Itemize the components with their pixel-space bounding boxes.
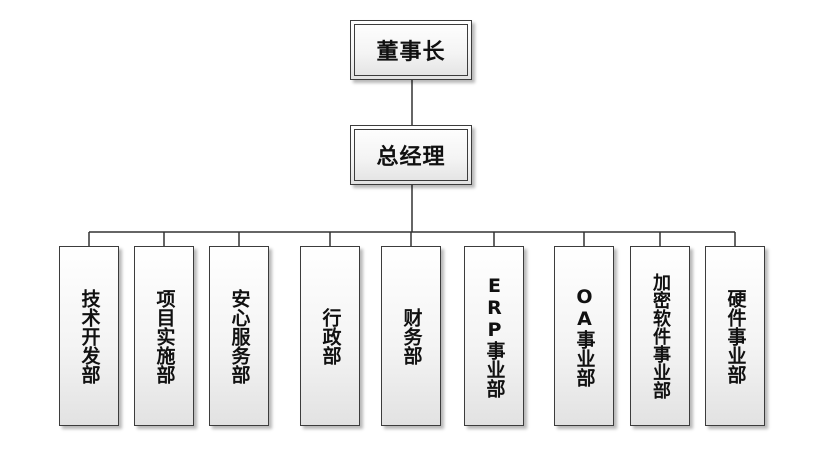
department-label: 技术开发部 bbox=[78, 288, 101, 384]
general-manager-box: 总经理 bbox=[350, 125, 472, 185]
department-box-6: ERP事业部 bbox=[464, 246, 524, 426]
chairman-box: 董事长 bbox=[350, 20, 472, 80]
department-box-8: 加密软件事业部 bbox=[630, 246, 690, 426]
department-label: OA事业部 bbox=[573, 285, 596, 387]
department-label: 安心服务部 bbox=[228, 288, 251, 384]
department-label: 加密软件事业部 bbox=[650, 273, 671, 399]
department-label: 财务部 bbox=[400, 307, 423, 365]
department-label: 硬件事业部 bbox=[724, 288, 747, 384]
department-box-3: 安心服务部 bbox=[209, 246, 269, 426]
department-box-7: OA事业部 bbox=[554, 246, 614, 426]
department-box-2: 项目实施部 bbox=[134, 246, 194, 426]
department-box-1: 技术开发部 bbox=[59, 246, 119, 426]
department-box-4: 行政部 bbox=[300, 246, 360, 426]
department-box-5: 财务部 bbox=[381, 246, 441, 426]
department-label: 项目实施部 bbox=[153, 288, 176, 384]
department-label: 行政部 bbox=[319, 307, 342, 365]
department-label: ERP事业部 bbox=[483, 274, 506, 398]
chairman-label: 董事长 bbox=[376, 40, 446, 65]
general-manager-label: 总经理 bbox=[376, 145, 446, 170]
department-box-9: 硬件事业部 bbox=[705, 246, 765, 426]
